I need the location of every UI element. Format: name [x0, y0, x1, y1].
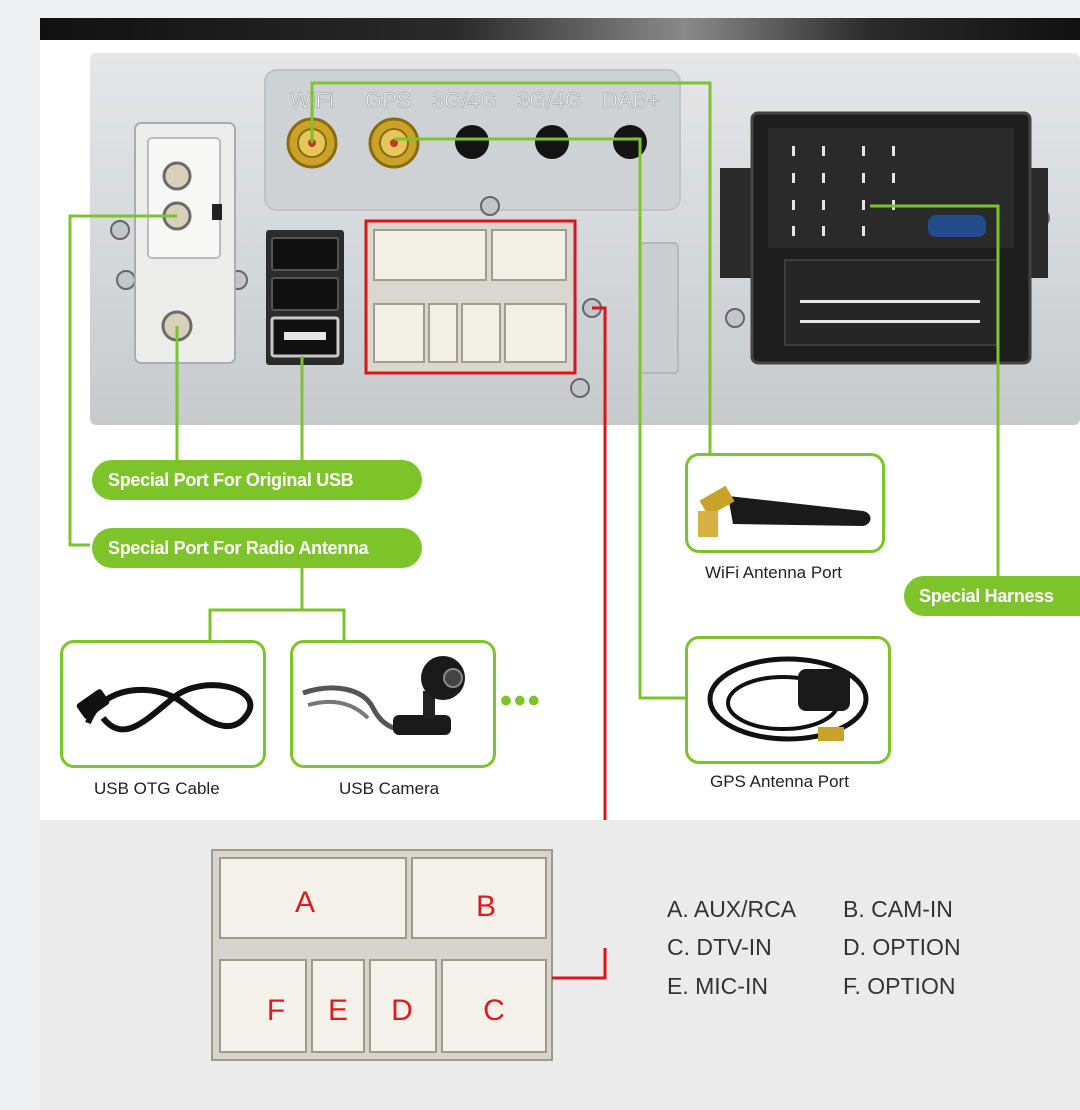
antenna-label-dab: DAB+: [602, 88, 660, 113]
usb-port-stack: [266, 230, 344, 365]
screw-icon: [725, 308, 745, 328]
rca-connector-block: [364, 219, 577, 375]
connector-detail-illustration: A B F E D C: [211, 849, 607, 1061]
connector-letter-f: F: [267, 994, 285, 1027]
usb-camera-frame: [290, 640, 496, 768]
connector-letter-a: A: [295, 886, 315, 919]
screw-icon: [570, 378, 590, 398]
page: WiFi GPS 3G/4G 3G/4G DAB+: [40, 18, 1080, 1110]
usb-camera-caption: USB Camera: [339, 779, 440, 798]
usb-otg-cable-caption: USB OTG Cable: [94, 779, 220, 798]
antenna-label-3g4g-2: 3G/4G: [517, 88, 582, 113]
callout-lines: [68, 81, 1000, 700]
callout-radio-antenna: Special Port For Radio Antenna: [92, 528, 422, 568]
connector-letter-d: D: [391, 994, 413, 1027]
connector-letter-e: E: [328, 994, 348, 1027]
legend-e: E. MIC-IN: [667, 973, 768, 999]
antenna-label-gps: GPS: [365, 88, 411, 113]
usb-port-icon: [271, 277, 339, 311]
legend-a: A. AUX/RCA: [667, 896, 797, 922]
head-unit-illustration: WiFi GPS 3G/4G 3G/4G DAB+: [68, 69, 1050, 980]
legend-d: D. OPTION: [843, 934, 961, 960]
gps-antenna-caption: GPS Antenna Port: [710, 772, 849, 791]
legend-f: F. OPTION: [843, 973, 956, 999]
callout-original-usb: Special Port For Original USB: [92, 460, 422, 500]
harness-pins: [792, 146, 980, 323]
3g4g-port-2-icon: [535, 125, 569, 159]
legend-b: B. CAM-IN: [843, 896, 953, 922]
screw-icon: [480, 196, 500, 216]
wifi-antenna-frame: [685, 453, 885, 553]
red-callout-line-end: [552, 948, 607, 980]
connector-letter-c: C: [483, 994, 505, 1027]
more-accessories-ellipsis: •••: [500, 682, 542, 720]
usb-otg-cable-frame: [60, 640, 266, 768]
screw-icon: [110, 220, 130, 240]
callout-special-harness: Special Harness: [904, 576, 1080, 616]
gps-sma-connector-icon: [368, 117, 420, 169]
usb-otg-cable-icon: [76, 682, 254, 733]
gps-antenna-icon: [707, 656, 869, 742]
gps-antenna-frame: [685, 636, 891, 764]
usb-camera-icon: [302, 656, 465, 735]
usb-port-icon: [271, 237, 339, 271]
top-bar: [40, 18, 1080, 40]
3g4g-port-1-icon: [455, 125, 489, 159]
legend-c: C. DTV-IN: [667, 934, 772, 960]
antenna-label-3g4g-1: 3G/4G: [432, 88, 497, 113]
connector-letter-b: B: [476, 890, 496, 923]
radio-antenna-jack-icon: [162, 161, 192, 191]
wifi-antenna-icon: [698, 485, 871, 537]
wifi-antenna-caption: WiFi Antenna Port: [705, 563, 843, 582]
